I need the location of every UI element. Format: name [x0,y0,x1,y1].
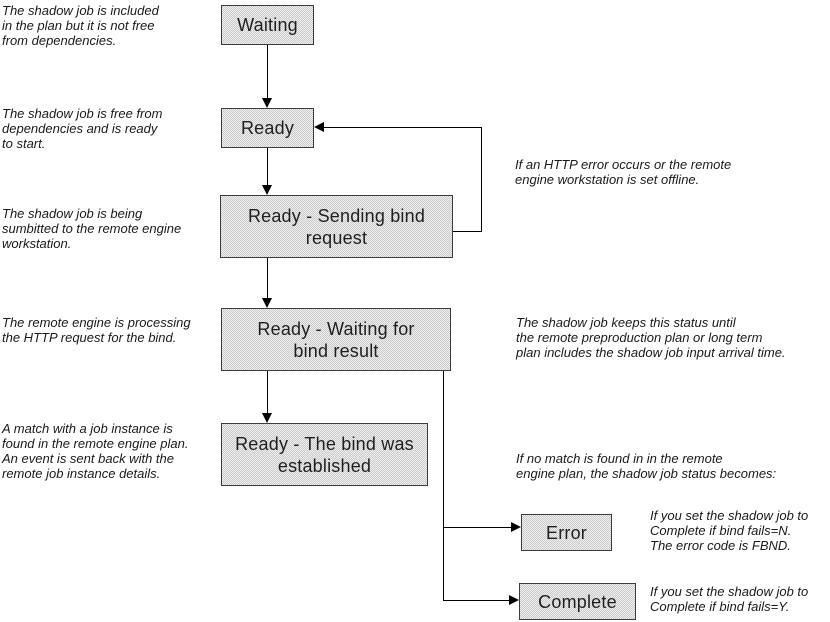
annotation-processing: The remote engine is processing the HTTP… [2,315,191,345]
state-node-waiting: Waiting [221,5,314,45]
annotation-keeps-status: The shadow job keeps this status until t… [516,315,786,360]
state-node-error: Error [521,514,612,551]
arrow-down-icon [262,185,272,195]
arrow-down-icon [262,413,272,423]
connector-branch-to-complete [443,600,509,601]
connector-branch-vertical [443,371,444,601]
state-node-waiting-bind-result: Ready - Waiting for bind result [221,308,451,371]
arrow-down-icon [262,98,272,108]
connector-loop-bottom [453,231,482,232]
annotation-error-note: If you set the shadow job to Complete if… [650,508,809,553]
annotation-complete-note: If you set the shadow job to Complete if… [650,584,809,614]
annotation-sending: The shadow job is being sumbitted to the… [2,206,182,251]
state-node-ready: Ready [221,108,314,148]
arrow-left-icon [314,122,324,132]
annotation-http-error: If an HTTP error occurs or the remote en… [515,157,732,187]
connector-waiting-result-to-established [267,371,268,413]
state-node-sending-bind-request: Ready - Sending bind request [220,195,453,258]
annotation-ready: The shadow job is free from dependencies… [2,106,163,151]
connector-branch-to-error [443,527,511,528]
connector-waiting-to-ready [267,45,268,98]
arrow-down-icon [262,298,272,308]
state-node-bind-established: Ready - The bind was established [221,423,428,486]
state-node-complete: Complete [519,583,636,620]
annotation-no-match: If no match is found in in the remote en… [516,451,777,481]
connector-ready-to-sending [267,148,268,185]
connector-sending-to-waiting-result [267,258,268,298]
connector-loop-top [324,127,482,128]
arrow-right-icon [509,595,519,605]
connector-loop-vertical [481,127,482,232]
annotation-waiting: The shadow job is included in the plan b… [2,3,159,48]
arrow-right-icon [511,522,521,532]
annotation-match-found: A match with a job instance is found in … [2,421,189,481]
